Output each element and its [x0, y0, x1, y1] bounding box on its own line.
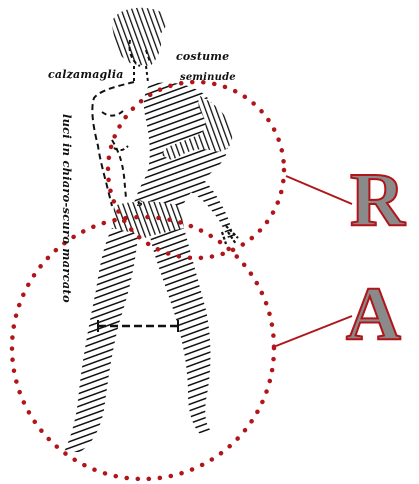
connector-line-upper: [286, 176, 352, 204]
letter-r: R: [350, 162, 405, 238]
figure-neck: [134, 66, 148, 82]
figure-hair: [112, 8, 166, 66]
label-seminude: seminude: [180, 72, 236, 83]
label-calzamaglia: calzamaglia: [48, 68, 124, 81]
letter-a: A: [346, 276, 401, 352]
label-luci-vertical: luci in chiaro-scuro marcato: [60, 114, 74, 303]
label-mark-s: s: [137, 198, 143, 209]
label-costume: costume: [176, 50, 229, 63]
connector-line-lower: [276, 316, 352, 346]
highlight-circle-lower: [12, 217, 274, 479]
figure-left-leg: [64, 228, 138, 452]
